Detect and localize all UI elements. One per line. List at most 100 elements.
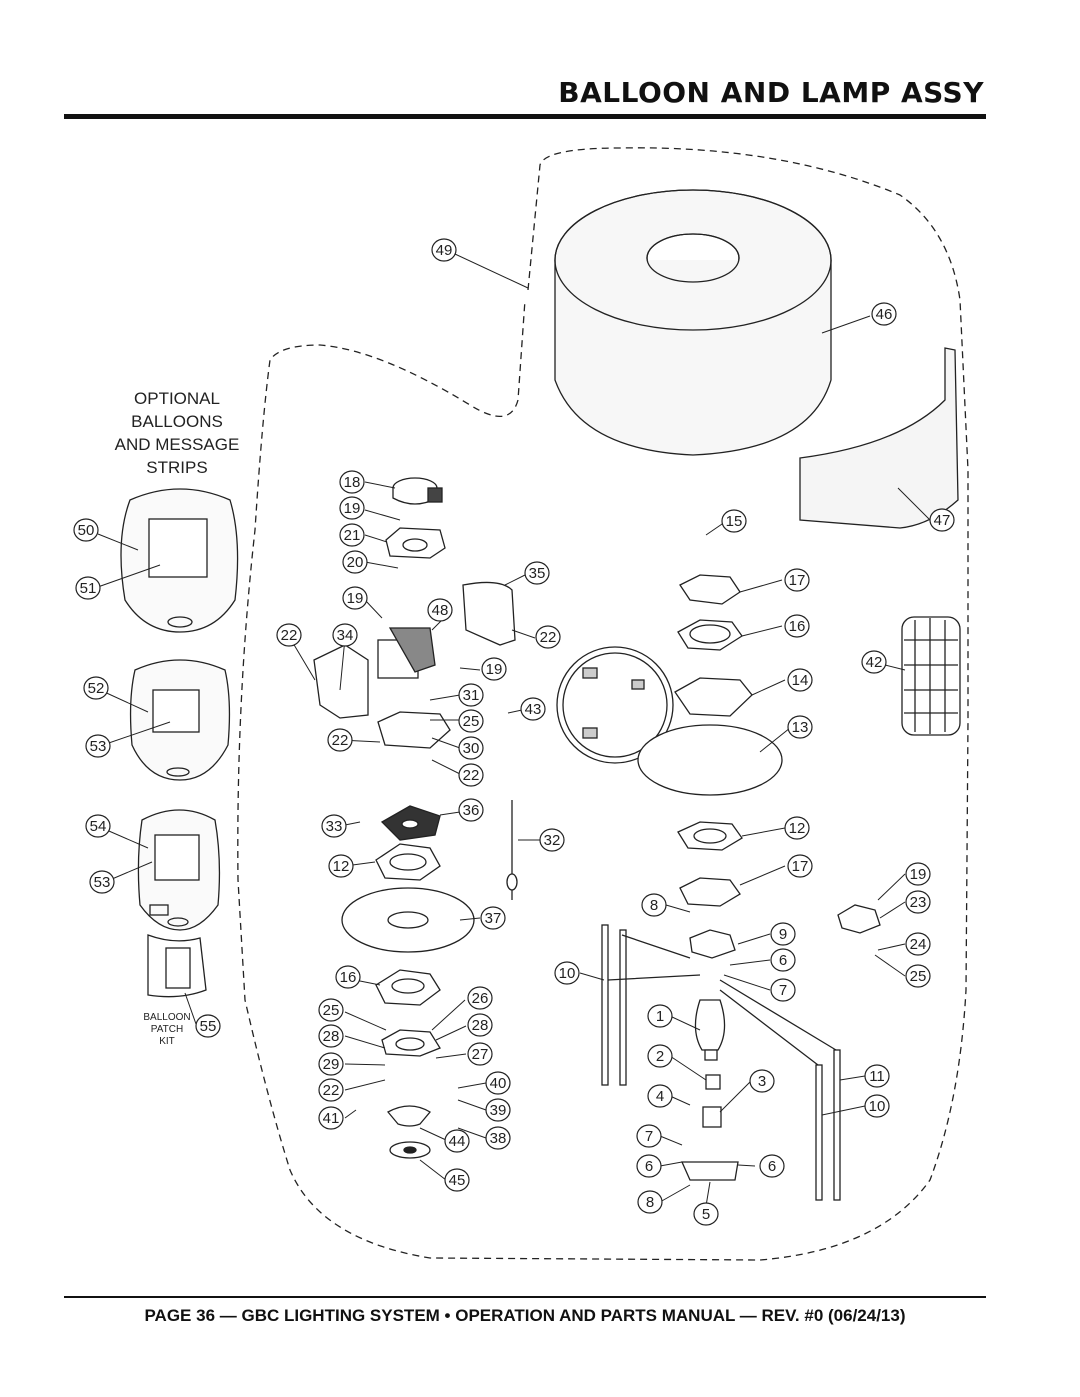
callout-circle-c28a <box>467 1013 493 1037</box>
callout-label-c22b: 22 <box>540 629 557 646</box>
callout-label-c11: 11 <box>869 1068 885 1085</box>
caption-line-2: BALLOONS <box>131 412 223 431</box>
callout-label-c12a: 12 <box>333 858 350 875</box>
wire-lines <box>607 934 837 1066</box>
callout-circle-c25b <box>318 998 344 1022</box>
callout-circle-c28b <box>318 1024 344 1048</box>
callout-label-c17b: 17 <box>792 858 809 875</box>
title-rule <box>64 114 986 119</box>
callout-label-c20: 20 <box>347 554 364 571</box>
callout-circle-c24 <box>905 932 931 956</box>
callout-circle-c25c <box>905 964 931 988</box>
callout-label-c53b: 53 <box>94 874 111 891</box>
callout-circle-c26 <box>467 986 493 1010</box>
callout-label-c6a: 6 <box>779 952 787 969</box>
right-parts <box>637 574 881 1181</box>
callout-circle-c51 <box>75 576 101 600</box>
callout-label-c19d: 19 <box>910 866 927 883</box>
support-rods <box>601 924 841 1201</box>
callout-circle-c31 <box>458 683 484 707</box>
callout-circle-c19a <box>339 496 365 520</box>
callout-label-c47: 47 <box>934 512 951 529</box>
callout-circle-c47 <box>929 508 955 532</box>
callout-circle-c43 <box>520 697 546 721</box>
callout-circle-c40 <box>485 1071 511 1095</box>
callout-label-c52: 52 <box>88 680 105 697</box>
callout-label-c40: 40 <box>490 1075 507 1092</box>
callout-circle-c6b <box>636 1154 662 1178</box>
optional-balloon-medium <box>129 659 231 781</box>
callout-circle-c49 <box>431 238 457 262</box>
callout-circle-c10a <box>554 961 580 985</box>
callout-circle-c8b <box>637 1190 663 1214</box>
callout-circle-c25a <box>458 709 484 733</box>
callout-circle-c33 <box>321 814 347 838</box>
callout-circle-c12b <box>784 816 810 840</box>
callout-circle-c2 <box>647 1044 673 1068</box>
callout-circle-c17a <box>784 568 810 592</box>
callout-circle-c45 <box>444 1168 470 1192</box>
callout-circle-c19c <box>481 657 507 681</box>
callout-circle-c21 <box>339 523 365 547</box>
callout-label-c29: 29 <box>323 1056 340 1073</box>
callout-circle-c53a <box>85 734 111 758</box>
callout-circle-c22d <box>458 763 484 787</box>
callout-label-c8b: 8 <box>646 1194 654 1211</box>
callout-label-c2: 2 <box>656 1048 664 1065</box>
message-strip-47 <box>799 347 959 529</box>
callout-circle-c10b <box>864 1094 890 1118</box>
callout-label-c38: 38 <box>490 1130 507 1147</box>
callout-label-c43: 43 <box>525 701 542 718</box>
callout-label-c3: 3 <box>758 1073 766 1090</box>
callout-label-c48: 48 <box>432 602 449 619</box>
callout-label-c17a: 17 <box>789 572 806 589</box>
callout-label-c22c: 22 <box>332 732 349 749</box>
callout-circle-c42 <box>861 650 887 674</box>
optional-balloon-small <box>137 809 221 931</box>
callout-circle-c38 <box>485 1126 511 1150</box>
callout-circle-c14 <box>787 668 813 692</box>
callout-label-c8a: 8 <box>650 897 658 914</box>
callout-label-c4: 4 <box>656 1088 664 1105</box>
callout-label-c21: 21 <box>344 527 361 544</box>
callout-circle-c12a <box>328 854 354 878</box>
callout-circle-c22c <box>327 728 353 752</box>
center-parts <box>313 477 516 1159</box>
callout-label-c23: 23 <box>910 894 927 911</box>
callout-label-c13: 13 <box>792 719 809 736</box>
callout-circle-c5 <box>693 1202 719 1226</box>
callout-label-c50: 50 <box>78 522 95 539</box>
callout-circle-c23 <box>905 890 931 914</box>
callout-circle-c55 <box>195 1014 221 1038</box>
callout-circle-c15 <box>721 509 747 533</box>
callout-circle-c35 <box>524 561 550 585</box>
callout-circle-c18 <box>339 470 365 494</box>
callout-circle-c20 <box>342 550 368 574</box>
callout-label-c25b: 25 <box>323 1002 340 1019</box>
callout-label-c9: 9 <box>779 926 787 943</box>
callout-circle-c32 <box>539 828 565 852</box>
callout-label-c31: 31 <box>463 687 480 704</box>
callout-label-c28a: 28 <box>472 1017 489 1034</box>
callout-label-c54: 54 <box>90 818 107 835</box>
callout-circle-c29 <box>318 1052 344 1076</box>
callout-circle-c53b <box>89 870 115 894</box>
callout-label-c6b: 6 <box>645 1158 653 1175</box>
callout-label-c19c: 19 <box>486 661 503 678</box>
callout-circle-c6a <box>770 948 796 972</box>
optional-caption: OPTIONAL BALLOONS AND MESSAGE STRIPS <box>115 389 240 477</box>
callout-circle-c3 <box>749 1069 775 1093</box>
callout-label-c25a: 25 <box>463 713 480 730</box>
callout-label-c41: 41 <box>323 1110 340 1127</box>
callout-circle-c8a <box>641 893 667 917</box>
callout-circle-c37 <box>480 906 506 930</box>
assembly-outline <box>237 147 969 1261</box>
callout-circle-c22b <box>535 625 561 649</box>
callout-label-c36: 36 <box>463 802 480 819</box>
caption-line-3: AND MESSAGE <box>115 435 240 454</box>
callout-circle-c1 <box>647 1004 673 1028</box>
callout-circle-c17b <box>787 854 813 878</box>
callout-circle-c16b <box>784 614 810 638</box>
callout-label-c24: 24 <box>910 936 927 953</box>
